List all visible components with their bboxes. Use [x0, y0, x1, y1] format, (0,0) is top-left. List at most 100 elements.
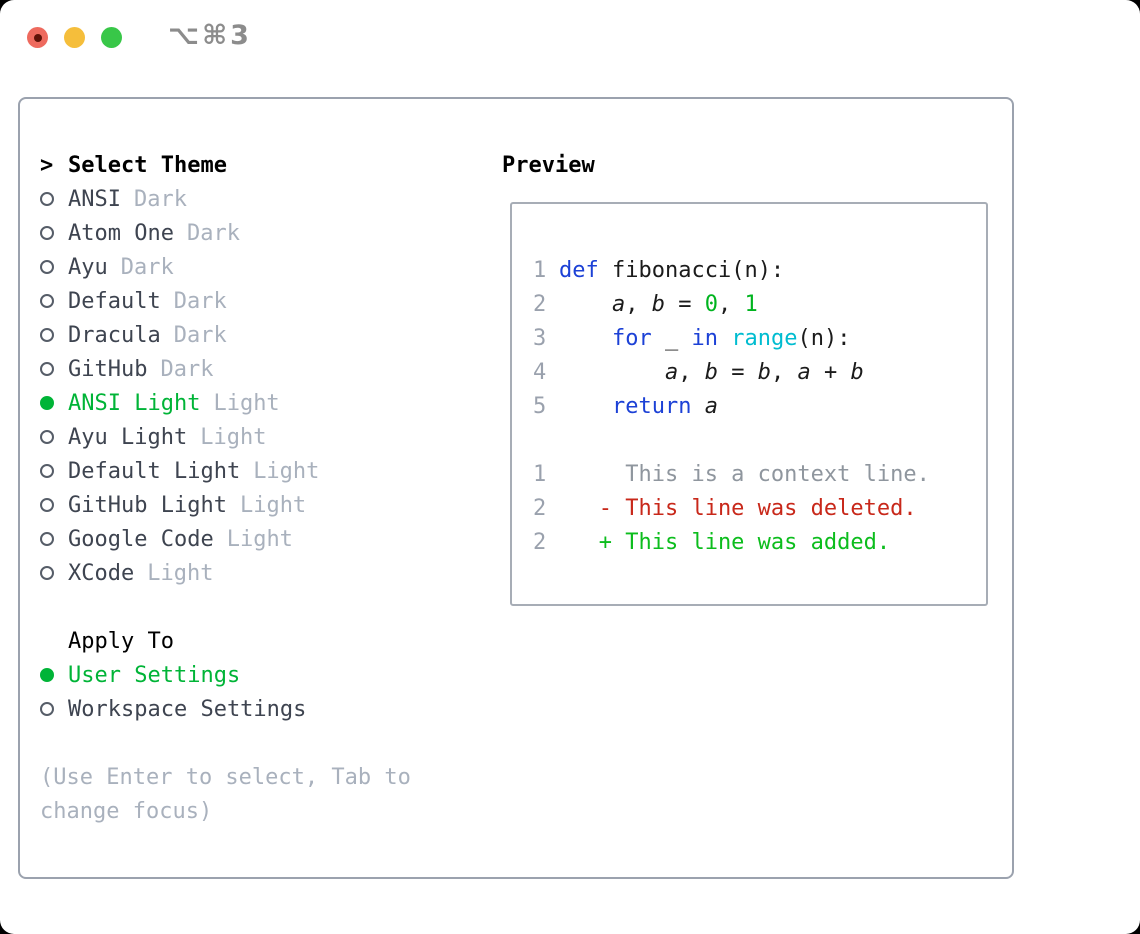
radio-marker — [40, 668, 68, 682]
apply-option-user-settings[interactable]: User Settings — [40, 658, 411, 692]
theme-name: Ayu — [68, 254, 108, 280]
radio-marker — [40, 260, 68, 274]
radio-marker — [40, 532, 68, 546]
code-line: 2 a, b = 0, 1 — [533, 287, 986, 321]
line-number: 4 — [533, 359, 547, 385]
theme-variant-tag: Light — [239, 492, 307, 518]
theme-variant-tag: Dark — [173, 288, 227, 314]
apply-option-label: Workspace Settings — [68, 696, 307, 722]
token-var: b — [850, 359, 864, 385]
theme-name: Default Light — [68, 458, 241, 484]
theme-name: Google Code — [68, 526, 214, 552]
radio-unselected-icon — [40, 226, 54, 240]
token-var: a — [797, 359, 811, 385]
code-line: 3 for _ in range(n): — [533, 321, 986, 355]
diff-text: This is a context line. — [559, 461, 930, 487]
diff-line-context: 1 This is a context line. — [533, 457, 986, 491]
close-button-icon[interactable] — [27, 27, 48, 48]
token-plain: , — [678, 359, 705, 385]
theme-variant-tag: Dark — [133, 186, 187, 212]
theme-option-ayu[interactable]: Ayu Dark — [40, 250, 411, 284]
radio-unselected-icon — [40, 566, 54, 580]
theme-variant-tag: Dark — [160, 356, 214, 382]
radio-unselected-icon — [40, 192, 54, 206]
token-num: 0 — [704, 291, 718, 317]
line-number: 2 — [533, 291, 547, 317]
minimize-button-icon[interactable] — [64, 27, 85, 48]
theme-variant-tag: Dark — [173, 322, 227, 348]
theme-option-default[interactable]: Default Dark — [40, 284, 411, 318]
radio-marker — [40, 464, 68, 478]
token-kw: for — [611, 325, 652, 351]
radio-selected-icon — [40, 396, 54, 410]
theme-name: GitHub Light — [68, 492, 227, 518]
theme-variant-tag: Light — [213, 390, 280, 416]
token-plain: , — [717, 291, 745, 317]
radio-marker — [40, 294, 68, 308]
token-plain: , — [770, 359, 798, 385]
diff-line-deleted: 2 - This line was deleted. — [533, 491, 986, 525]
apply-to-title: Apply To — [68, 628, 174, 654]
radio-unselected-icon — [40, 294, 54, 308]
theme-option-github-light[interactable]: GitHub Light Light — [40, 488, 411, 522]
token-var: b — [704, 359, 718, 385]
token-num: 1 — [744, 291, 758, 317]
token-plain: + — [810, 359, 851, 385]
radio-marker — [40, 702, 68, 716]
zoom-button-icon[interactable] — [101, 27, 122, 48]
token-plain — [559, 360, 665, 385]
theme-name: Atom One — [68, 220, 174, 246]
theme-name: Ayu Light — [68, 424, 188, 450]
theme-option-github[interactable]: GitHub Dark — [40, 352, 411, 386]
line-number: 3 — [533, 325, 547, 351]
radio-unselected-icon — [40, 498, 54, 512]
theme-option-atom-one[interactable]: Atom One Dark — [40, 216, 411, 250]
keyboard-hint: (Use Enter to select, Tab to change focu… — [40, 760, 411, 828]
hint-line-2: change focus) — [40, 798, 213, 824]
theme-variant-tag: Dark — [186, 220, 240, 246]
diff-text: + This line was added. — [559, 529, 891, 555]
window-title: ⌥⌘3 — [168, 20, 252, 51]
line-number: 1 — [533, 461, 547, 487]
radio-marker — [40, 362, 68, 376]
apply-option-workspace-settings[interactable]: Workspace Settings — [40, 692, 411, 726]
token-var: a — [664, 359, 679, 385]
token-plain: = — [664, 291, 705, 317]
code-line: 4 a, b = b, a + b — [533, 355, 986, 389]
radio-marker — [40, 498, 68, 512]
token-var: a — [611, 291, 626, 317]
radio-unselected-icon — [40, 532, 54, 546]
code-line: 5 return a — [533, 389, 986, 423]
radio-marker — [40, 566, 68, 580]
blank-line — [533, 423, 986, 457]
theme-variant-tag: Dark — [120, 254, 174, 280]
token-plain — [559, 292, 612, 317]
line-number: 1 — [533, 257, 547, 283]
radio-marker — [40, 192, 68, 206]
token-kw: def — [559, 257, 599, 283]
cursor-arrow-icon: > — [40, 152, 54, 178]
radio-marker — [40, 328, 68, 342]
theme-name: Default — [68, 288, 161, 314]
theme-name: GitHub — [68, 356, 148, 382]
token-plain — [691, 394, 704, 419]
radio-unselected-icon — [40, 260, 54, 274]
diff-line-added: 2 + This line was added. — [533, 525, 986, 559]
radio-marker — [40, 226, 68, 240]
hint-line-1: (Use Enter to select, Tab to — [40, 764, 411, 790]
spacer — [40, 726, 411, 760]
radio-selected-icon — [40, 668, 54, 682]
token-var: b — [757, 359, 771, 385]
